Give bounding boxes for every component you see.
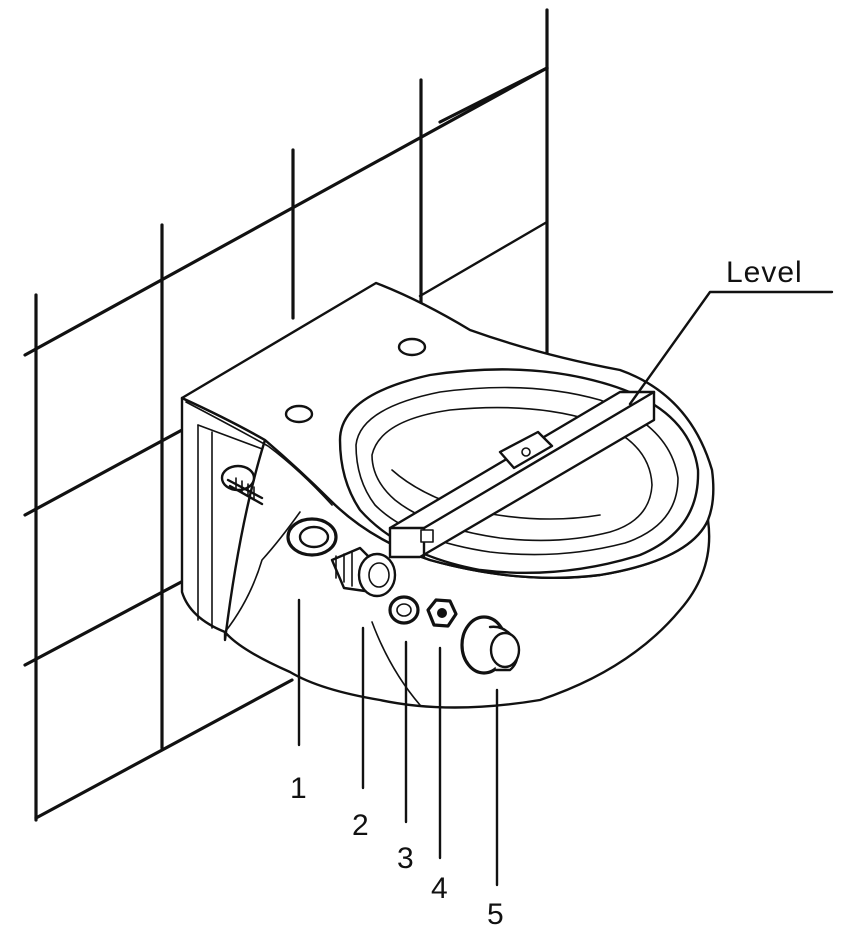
level-leader-line <box>628 290 834 406</box>
tap-hole-right <box>397 337 427 357</box>
wall-bolt <box>220 464 264 506</box>
spirit-level <box>388 290 834 559</box>
part-leader-lines <box>297 598 499 887</box>
wall-tile-grid <box>23 8 549 822</box>
component-5-push-button <box>460 615 521 675</box>
part-number-5: 5 <box>487 898 504 931</box>
component-2-fitting <box>330 546 397 598</box>
component-1-ring <box>286 517 338 557</box>
component-3-washer <box>388 595 420 625</box>
part-number-4: 4 <box>431 872 448 905</box>
part-number-1: 1 <box>290 772 307 805</box>
tap-hole-left <box>284 404 314 424</box>
part-number-2: 2 <box>352 809 369 842</box>
part-number-3: 3 <box>397 842 414 875</box>
component-4-nut <box>426 598 458 628</box>
level-label: Level <box>726 256 803 289</box>
